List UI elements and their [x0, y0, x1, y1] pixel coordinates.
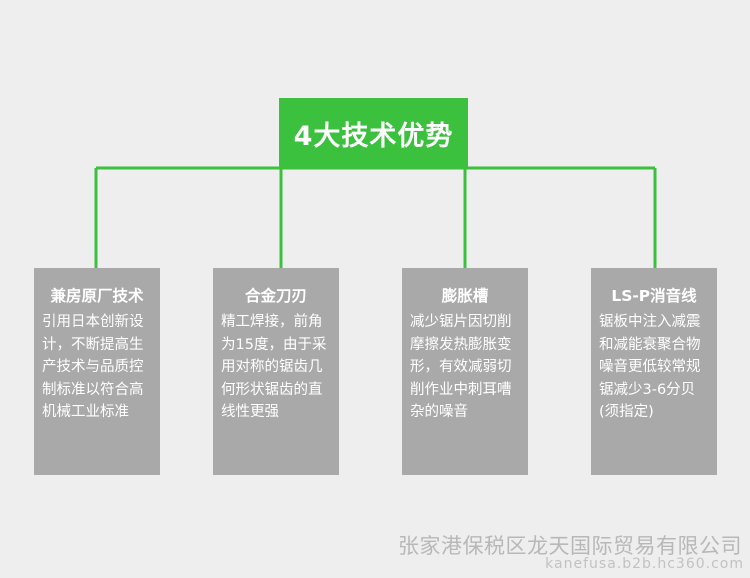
card-text: 锯板中注入减震和减能衰聚合物噪音更低较常规锯减少3-6分贝(须指定)	[599, 314, 701, 420]
card-title: 合金刀刃	[244, 287, 307, 305]
site-watermark: kanefusa.b2b.hc360.com	[545, 556, 744, 572]
title-text: 4大技术优势	[293, 120, 454, 152]
card-text: 引用日本创新设计，不断提高生产技术与品质控制标准以符合高机械工业标准	[42, 314, 144, 420]
card-text: 减少锯片因切削摩擦发热膨胀变形，有效减弱切削作业中刺耳嘈杂的噪音	[410, 314, 512, 420]
card-4: LS-P消音线 锯板中注入减震和减能衰聚合物噪音更低较常规锯减少3-6分贝(须指…	[591, 268, 717, 475]
title-box: 4大技术优势	[279, 98, 468, 168]
card-title: 膨胀槽	[441, 287, 489, 305]
company-watermark: 张家港保税区龙天国际贸易有限公司	[398, 534, 742, 558]
card-title: LS-P消音线	[611, 287, 697, 305]
card-1: 兼房原厂技术 引用日本创新设计，不断提高生产技术与品质控制标准以符合高机械工业标…	[34, 268, 160, 475]
card-2: 合金刀刃 精工焊接，前角为15度，由于采用对称的锯齿几何形状锯齿的直线性更强	[213, 268, 339, 475]
card-3: 膨胀槽 减少锯片因切削摩擦发热膨胀变形，有效减弱切削作业中刺耳嘈杂的噪音	[402, 268, 528, 475]
card-title: 兼房原厂技术	[50, 287, 144, 305]
card-text: 精工焊接，前角为15度，由于采用对称的锯齿几何形状锯齿的直线性更强	[221, 314, 327, 420]
